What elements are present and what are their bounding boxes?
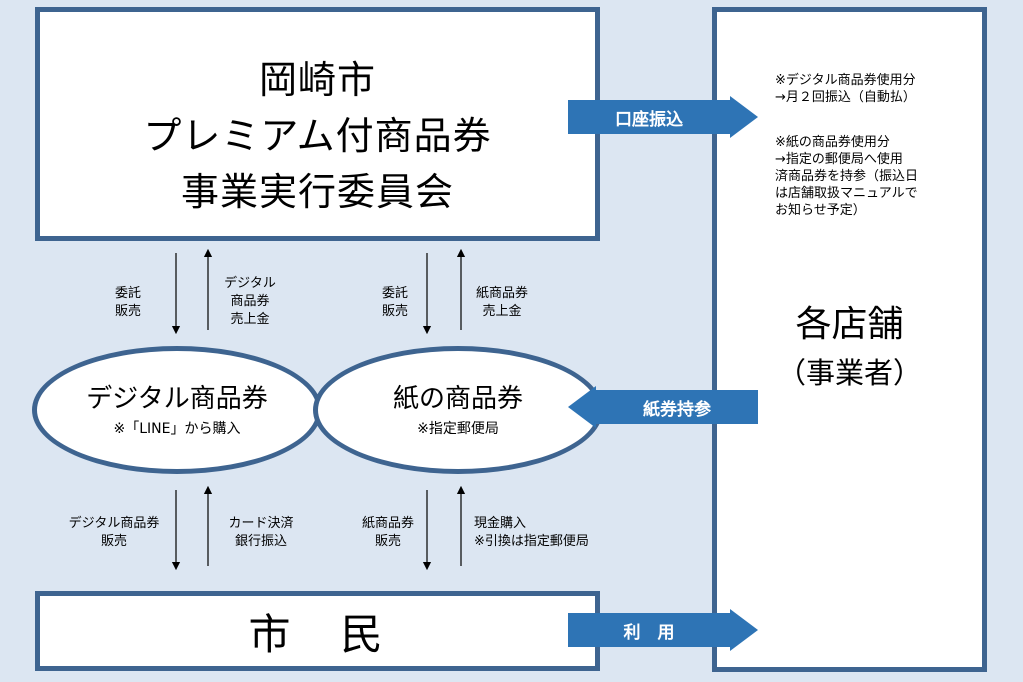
digital-voucher-ellipse: デジタル商品券 ※「LINE」から購入: [32, 346, 322, 474]
label-card-bank: カード決済 銀行振込: [228, 516, 294, 549]
label-paper-proceeds: 紙商品券 売上金: [475, 286, 528, 319]
shops-name: 各店舗: [795, 304, 904, 345]
committee-title-line-2: プレミアム付商品券: [143, 114, 492, 158]
bring-paper-arrow-head: [568, 386, 596, 428]
label-consign-sale-paper: 委託 販売: [381, 286, 408, 319]
label-digital-sale: デジタル商品券 販売: [68, 516, 160, 549]
account-transfer-arrow-head: [730, 96, 758, 138]
use-arrow: 利 用: [568, 609, 758, 651]
label-digital-proceeds: デジタル 商品券 売上金: [224, 276, 276, 327]
committee-title: 岡崎市 プレミアム付商品券 事業実行委員会: [40, 52, 595, 220]
bring-paper-label: 紙券持参: [643, 399, 711, 420]
use-arrow-body: 利 用: [568, 613, 730, 647]
shops-note-paper: ※紙の商品券使用分 →指定の郵便局へ使用 済商品券を持参（振込日 は店舗取扱マニ…: [775, 135, 919, 218]
account-transfer-label: 口座振込: [615, 109, 683, 130]
paper-voucher-ellipse: 紙の商品券 ※指定郵便局: [313, 346, 603, 474]
committee-title-line-1: 岡崎市: [258, 58, 376, 102]
committee-title-line-3: 事業実行委員会: [180, 170, 454, 214]
digital-voucher-title: デジタル商品券: [86, 384, 268, 414]
bring-paper-arrow: 紙券持参: [568, 386, 758, 428]
committee-box: 岡崎市 プレミアム付商品券 事業実行委員会: [35, 7, 600, 241]
paper-voucher-title: 紙の商品券: [392, 384, 523, 414]
bring-paper-arrow-body: 紙券持参: [596, 390, 758, 424]
digital-voucher-note: ※「LINE」から購入: [113, 421, 241, 437]
label-paper-sale: 紙商品券 販売: [361, 516, 414, 549]
use-label: 利 用: [623, 622, 675, 643]
use-arrow-head: [730, 609, 758, 651]
account-transfer-arrow: 口座振込: [568, 96, 758, 138]
shops-subtitle: （事業者）: [776, 356, 922, 390]
account-transfer-arrow-body: 口座振込: [568, 100, 730, 134]
label-consign-sale-digital: 委託 販売: [114, 286, 141, 319]
label-cash-purchase: 現金購入 ※引換は指定郵便局: [474, 516, 589, 549]
citizens-title: 市 民: [248, 609, 387, 659]
shops-note-digital: ※デジタル商品券使用分 →月２回振込（自動払）: [775, 73, 916, 105]
paper-voucher-note: ※指定郵便局: [417, 421, 499, 437]
